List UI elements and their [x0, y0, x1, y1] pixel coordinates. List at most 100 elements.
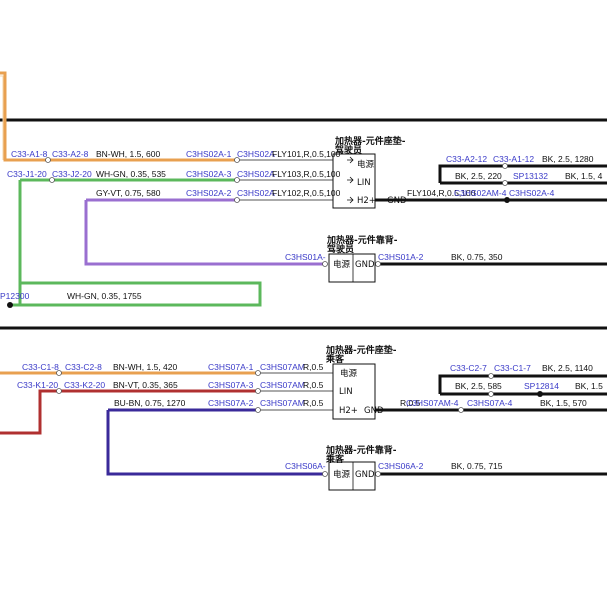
splice-dot: [7, 302, 13, 308]
pin-label: C3HS07A-3: [208, 380, 254, 390]
wire-spec: BN-VT, 0.35, 365: [113, 380, 178, 390]
wire-spec: BK, 1.5, 570: [540, 398, 587, 408]
wire-spec: FLY104,R,0.5,100: [407, 188, 476, 198]
pin-lin: LIN: [339, 387, 353, 397]
wire-violet-gy-vt: [84, 198, 333, 266]
wire-spec: BK, 2.5, 1140: [542, 363, 593, 373]
pin-label: C33-C2-8: [65, 362, 102, 372]
wire-spec: FLY102,R,0.5,100: [272, 188, 341, 198]
wire-spec: BU-BN, 0.75, 1270: [114, 398, 186, 408]
pin-label: C3HS02A: [237, 169, 275, 179]
module-title: 加热器-元件靠背-: [325, 444, 397, 456]
splice-label: SP13132: [513, 171, 548, 181]
pin-label: C3HS02AM-4: [454, 188, 507, 198]
pin-label: C33-A2-8: [52, 149, 89, 159]
wire-spec: R,0.5: [303, 398, 324, 408]
wire-black-ground-bottom: [375, 374, 607, 476]
pin-label: C3HS07AM-4: [406, 398, 459, 408]
wire-spec: BK, 2.5, 220: [455, 171, 502, 181]
pin-label: C3HS07A-4: [467, 398, 513, 408]
pin-label: C3HS02A: [237, 188, 275, 198]
pin-power: 电源: [333, 259, 351, 270]
wire-spec: FLY101,R,0.5,100: [272, 149, 341, 159]
pin-label: C3HS02A-1: [186, 149, 232, 159]
pin-label: C3HS02A-2: [186, 188, 232, 198]
wire-spec: BN-WH, 1.5, 600: [96, 149, 161, 159]
module-title: 加热器-元件座垫-: [334, 135, 406, 147]
wire-labels-bottom: C33-C1-8 C33-C2-8 BN-WH, 1.5, 420 C3HS07…: [17, 362, 603, 471]
pin-label: C3HS01A-2: [378, 252, 424, 262]
pin-gnd: GND: [387, 196, 407, 206]
pin-label: C3HS02A-3: [186, 169, 232, 179]
splice-label: P12300: [0, 291, 30, 301]
pin-label: C3HS02A-4: [509, 188, 555, 198]
heater-backrest-driver: 加热器-元件靠背- 驾驶员 电源 GND: [326, 234, 398, 283]
wire-spec: R,0.5: [303, 362, 324, 372]
pin-label: C3HS07A-1: [208, 362, 254, 372]
pin-label: C33-A1-8: [11, 149, 48, 159]
driver-section: 加热器-元件座垫- 驾驶员 电源 LIN H2+ GND 加热器-元件靠背- 驾…: [0, 71, 607, 308]
wire-black-ground-top: [375, 164, 607, 266]
pin-power: 电源: [340, 368, 358, 379]
pin-gnd: GND: [355, 260, 375, 270]
splice-label: SP12814: [524, 381, 559, 391]
wire-spec: WH-GN, 0.35, 1755: [67, 291, 142, 301]
wire-spec: FLY103,R,0.5,100: [272, 169, 341, 179]
wire-spec: BK, 1.5, 4: [565, 171, 603, 181]
wire-green-wh-gn: [10, 178, 333, 307]
pin-label: C33-K1-20: [17, 380, 58, 390]
pin-label: C33-J2-20: [52, 169, 92, 179]
wire-spec: BK, 0.75, 350: [451, 252, 503, 262]
pin-gnd: GND: [355, 470, 375, 480]
pin-label: C3HS06A-2: [378, 461, 424, 471]
heater-backrest-passenger: 加热器-元件靠背- 乘客 电源 GND: [325, 444, 397, 491]
module-title: 加热器-元件靠背-: [326, 234, 398, 246]
wire-spec: R,0.5: [400, 398, 421, 408]
wire-spec: GY-VT, 0.75, 580: [96, 188, 161, 198]
connector-nodes-top: [45, 157, 508, 267]
wire-red-bn-vt: [0, 389, 333, 435]
pin-h2: H2+: [357, 196, 376, 206]
pin-lin: LIN: [357, 178, 371, 188]
pin-label: C3HS02A: [237, 149, 275, 159]
pin-label: C3HS07AM: [260, 398, 305, 408]
wire-labels-top: C33-A1-8 C33-A2-8 BN-WH, 1.5, 600 C3HS02…: [0, 149, 603, 301]
pin-label: C33-C1-7: [494, 363, 531, 373]
pin-label: C3HS07AM: [260, 362, 305, 372]
pin-label: C33-K2-20: [64, 380, 105, 390]
module-subtitle: 驾驶员: [335, 144, 362, 156]
pin-label: C33-C2-7: [450, 363, 487, 373]
wire-spec: BK, 2.5, 1280: [542, 154, 594, 164]
pin-label: C33-A2-12: [446, 154, 487, 164]
splice-dot: [537, 391, 543, 397]
connector-nodes-bottom: [56, 370, 494, 477]
pin-label: C3HS06A-: [285, 461, 326, 471]
wire-orange-bn-wh-600: [0, 71, 333, 162]
pin-label: C33-J1-20: [7, 169, 47, 179]
module-subtitle: 乘客: [325, 353, 345, 365]
module-subtitle: 乘客: [325, 453, 345, 465]
wire-spec: BK, 1.5: [575, 381, 603, 391]
heater-cushion-driver: 加热器-元件座垫- 驾驶员 电源 LIN H2+ GND: [332, 135, 407, 209]
pin-label: C3HS07AM: [260, 380, 305, 390]
pin-h2: H2+: [339, 406, 358, 416]
wire-spec: WH-GN, 0.35, 535: [96, 169, 166, 179]
pin-power: 电源: [333, 469, 351, 480]
wire-spec: BK, 0.75, 715: [451, 461, 503, 471]
passenger-section: 加热器-元件座垫- 乘客 电源 LIN H2+ GND 加热器-元件靠背- 乘客…: [0, 326, 607, 491]
pin-label: C33-C1-8: [22, 362, 59, 372]
wire-spec: BN-WH, 1.5, 420: [113, 362, 178, 372]
module-title: 加热器-元件座垫-: [325, 344, 397, 356]
pin-label: C3HS01A-: [285, 252, 326, 262]
pin-power: 电源: [357, 159, 375, 170]
pin-label: C3HS07A-2: [208, 398, 254, 408]
pin-label: C33-A1-12: [493, 154, 534, 164]
heater-cushion-passenger: 加热器-元件座垫- 乘客 电源 LIN H2+ GND: [325, 344, 397, 420]
module-subtitle: 驾驶员: [327, 243, 354, 255]
splice-dot: [504, 197, 510, 203]
wire-spec: R,0.5: [303, 380, 324, 390]
pin-gnd: GND: [364, 406, 384, 416]
wire-spec: BK, 2.5, 585: [455, 381, 502, 391]
wire-navy-bu-bn: [106, 408, 333, 476]
